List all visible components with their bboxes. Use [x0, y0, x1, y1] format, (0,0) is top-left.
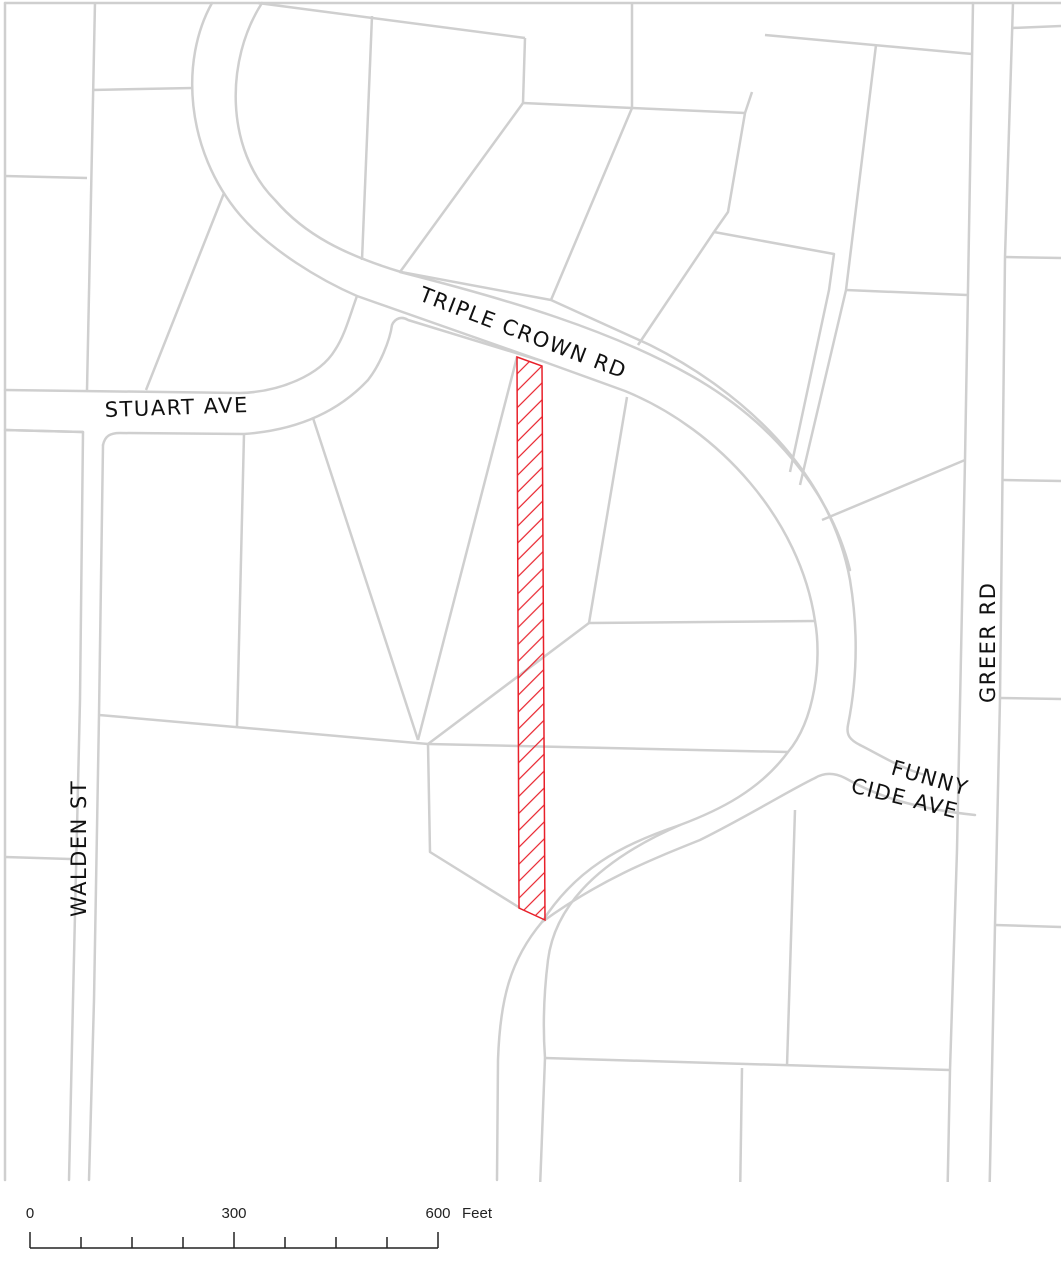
- greer-rd-west-edge: [944, 1, 975, 1266]
- funny-cide-north-edge: [858, 743, 927, 777]
- south-road-west-edge: [495, 920, 544, 1182]
- scale-tick-0: 0: [26, 1205, 34, 1222]
- greer-rd-east-edge: [986, 1, 1015, 1266]
- stuart-ave-label: STUART AVE: [104, 393, 249, 422]
- greer-rd-label: GREER RD: [976, 582, 1000, 703]
- funny-cide-south-edge: [540, 772, 977, 924]
- walden-st-label: WALDEN ST: [67, 780, 91, 917]
- scale-tick-600: 600: [425, 1205, 450, 1222]
- scale-unit: Feet: [462, 1205, 493, 1222]
- scale-bar: 0 300 600 Feet: [5, 1182, 1061, 1266]
- highlighted-parcel[interactable]: [516, 355, 546, 922]
- stuart-ave-south-edge: [3, 316, 544, 447]
- walden-st-east-edge: [87, 443, 105, 1182]
- south-road-east-edge: [542, 823, 682, 1060]
- triple-crown-inner-edge: [234, 1, 862, 747]
- scale-tick-300: 300: [221, 1205, 246, 1222]
- walden-st-west-edge: [67, 430, 85, 1182]
- road-edges: [3, 1, 1061, 1266]
- stuart-ave-north-edge: [3, 294, 359, 395]
